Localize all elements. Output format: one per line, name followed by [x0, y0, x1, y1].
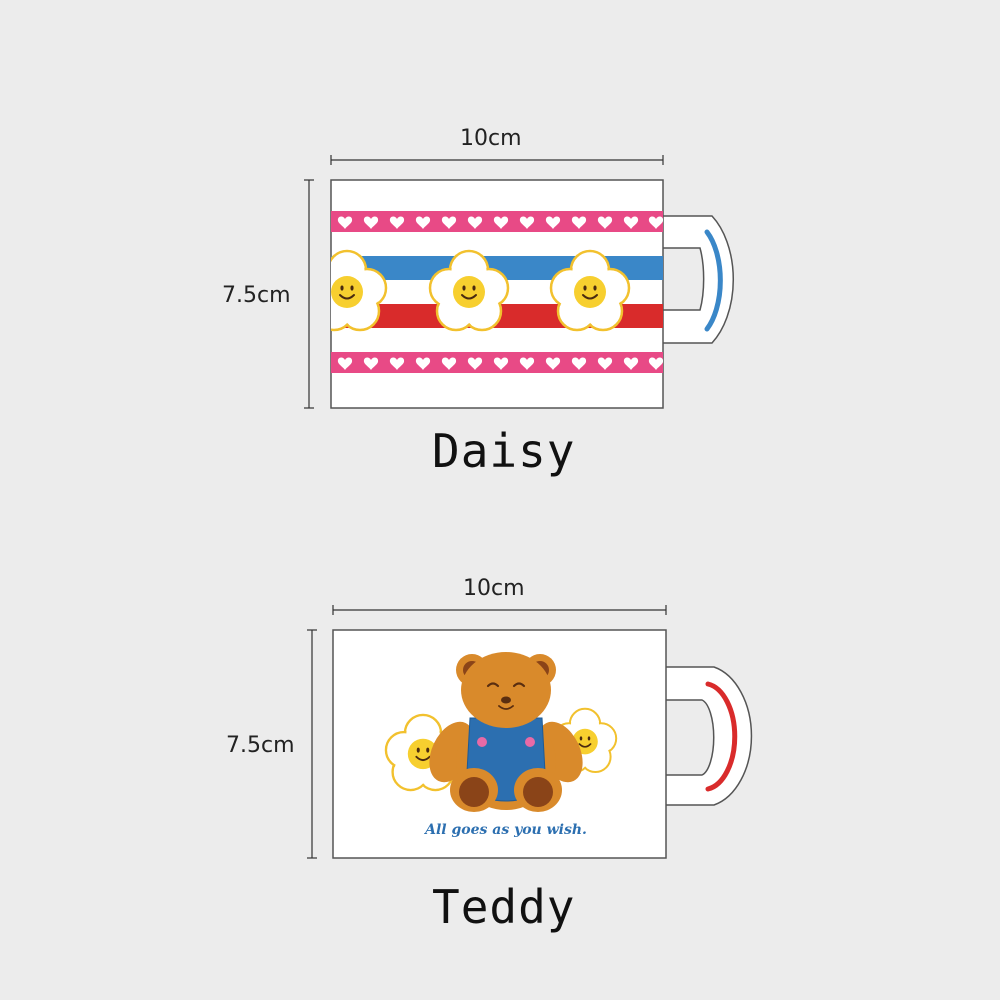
teddy-width-label: 10cm [463, 576, 525, 601]
teddy-handle-accent [705, 681, 738, 792]
daisy-mug-name: Daisy [432, 424, 576, 478]
teddy-mug: All goes as you wish. [307, 605, 753, 859]
teddy-bear-illustration [429, 652, 583, 812]
teddy-slogan: All goes as you wish. [423, 822, 587, 838]
daisy-handle-accent [704, 229, 723, 332]
daisy-width-label: 10cm [460, 126, 522, 151]
teddy-mug-name: Teddy [432, 880, 576, 934]
daisy-mug [304, 155, 734, 409]
daisy-height-label: 7.5cm [222, 283, 291, 308]
teddy-height-label: 7.5cm [226, 733, 295, 758]
